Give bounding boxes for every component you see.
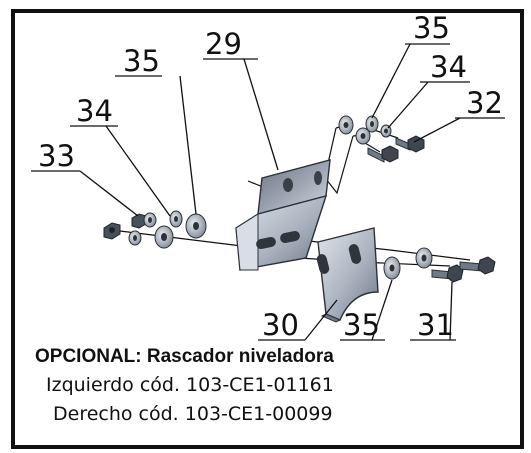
caption-right-code: Derecho cód. 103-CE1-00099 xyxy=(53,403,333,425)
callout-33: 33 xyxy=(38,139,75,173)
callout-34-left: 34 xyxy=(76,94,113,128)
scraper-plate-30 xyxy=(316,227,379,323)
bracket-plate-29 xyxy=(235,159,331,271)
caption-title: OPCIONAL: Rascador niveladora xyxy=(35,346,334,367)
callout-31: 31 xyxy=(417,308,454,342)
callout-29: 29 xyxy=(205,27,242,61)
callout-35-left: 35 xyxy=(123,44,160,78)
bottom-right-hardware xyxy=(383,247,496,283)
callout-35-bottom: 35 xyxy=(343,308,380,342)
caption-left-code: Izquierdo cód. 103-CE1-01161 xyxy=(46,374,334,396)
callout-35-top-right: 35 xyxy=(413,11,450,45)
callout-30: 30 xyxy=(262,308,299,342)
left-hardware-stack xyxy=(103,210,207,249)
callout-leaders xyxy=(31,43,505,341)
callout-34-top-right: 34 xyxy=(430,50,467,84)
top-right-hardware xyxy=(338,115,425,163)
callout-32: 32 xyxy=(466,86,503,120)
